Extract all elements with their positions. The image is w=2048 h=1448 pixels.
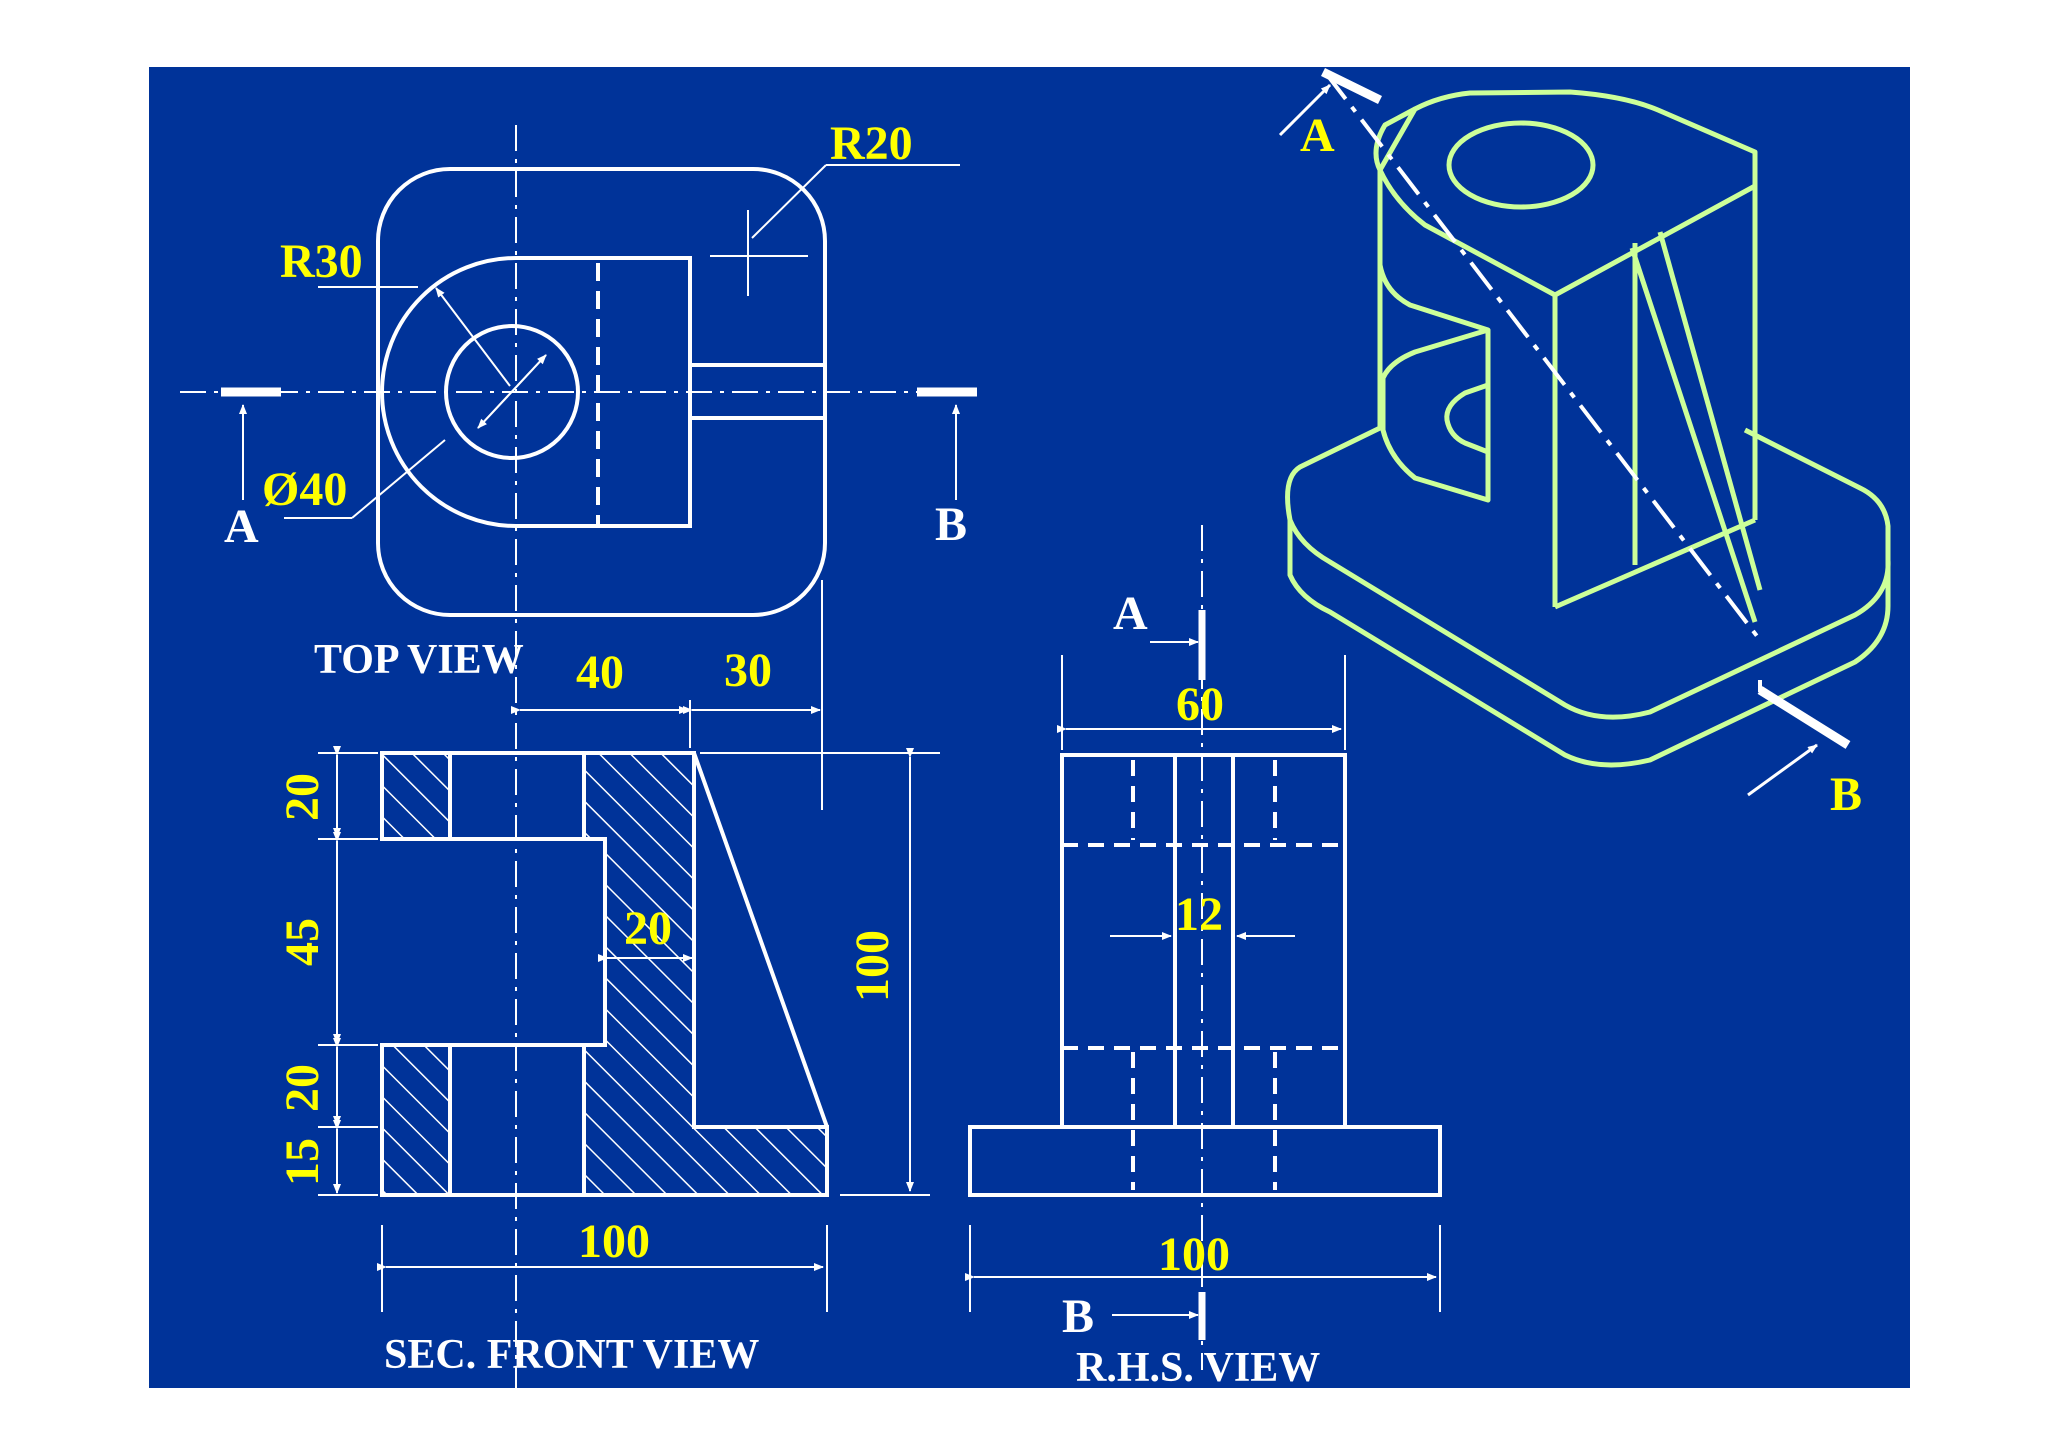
label-rhs-section-a: A [1113,587,1148,640]
label-rhs-60: 60 [1176,678,1224,731]
front-view [318,580,940,1312]
label-r20: R20 [830,117,913,170]
label-r30: R30 [280,235,363,288]
iso-c-profile [1373,106,1491,503]
front-outline [380,751,829,1197]
annotations: R20 R30 Ø40 A B TOP VIEW 40 30 20 45 20 … [224,109,1862,1391]
label-front-view: SEC. FRONT VIEW [384,1332,759,1378]
label-rhs-section-b: B [1062,1290,1094,1343]
label-top-30: 30 [724,644,772,697]
isometric-view [1278,67,1891,797]
rhs-view [965,525,1442,1370]
label-front-45: 45 [276,918,329,966]
iso-base-top [1285,425,1891,720]
label-rhs-view: R.H.S. VIEW [1076,1345,1320,1391]
label-iso-section-a: A [1300,109,1335,162]
d40-leader [351,439,446,519]
iso-bore-ellipse [1446,120,1596,210]
label-section-a-left: A [224,500,259,553]
iso-hole-arc [1444,382,1489,455]
label-top-40: 40 [576,646,624,699]
r20-leader [751,164,827,239]
r30-leader [435,287,511,387]
label-rhs-12: 12 [1175,888,1223,941]
hatch-bottom-flange [380,1043,452,1197]
upright-outline [380,256,692,528]
base-outline [376,167,827,617]
label-front-height-100: 100 [846,930,899,1002]
label-front-15: 15 [276,1138,329,1186]
top-view [180,125,977,1390]
label-rhs-100: 100 [1158,1228,1230,1281]
label-front-20-top: 20 [276,773,329,821]
iso-base-side [1287,520,1891,768]
label-front-width-100: 100 [578,1215,650,1268]
bore-circle [444,324,580,460]
hatch-top-flange [380,751,452,841]
label-top-view: TOP VIEW [314,637,524,683]
label-front-20-bottom: 20 [276,1064,329,1112]
rhs-hidden-lines [1062,760,1345,1190]
label-iso-section-b: B [1830,768,1862,821]
iso-section-mark-b [1757,686,1851,749]
label-d40: Ø40 [262,463,347,516]
iso-top-face [1377,89,1758,298]
rhs-base [968,1125,1442,1197]
label-front-web-20: 20 [624,902,672,955]
label-section-b-right: B [935,498,967,551]
